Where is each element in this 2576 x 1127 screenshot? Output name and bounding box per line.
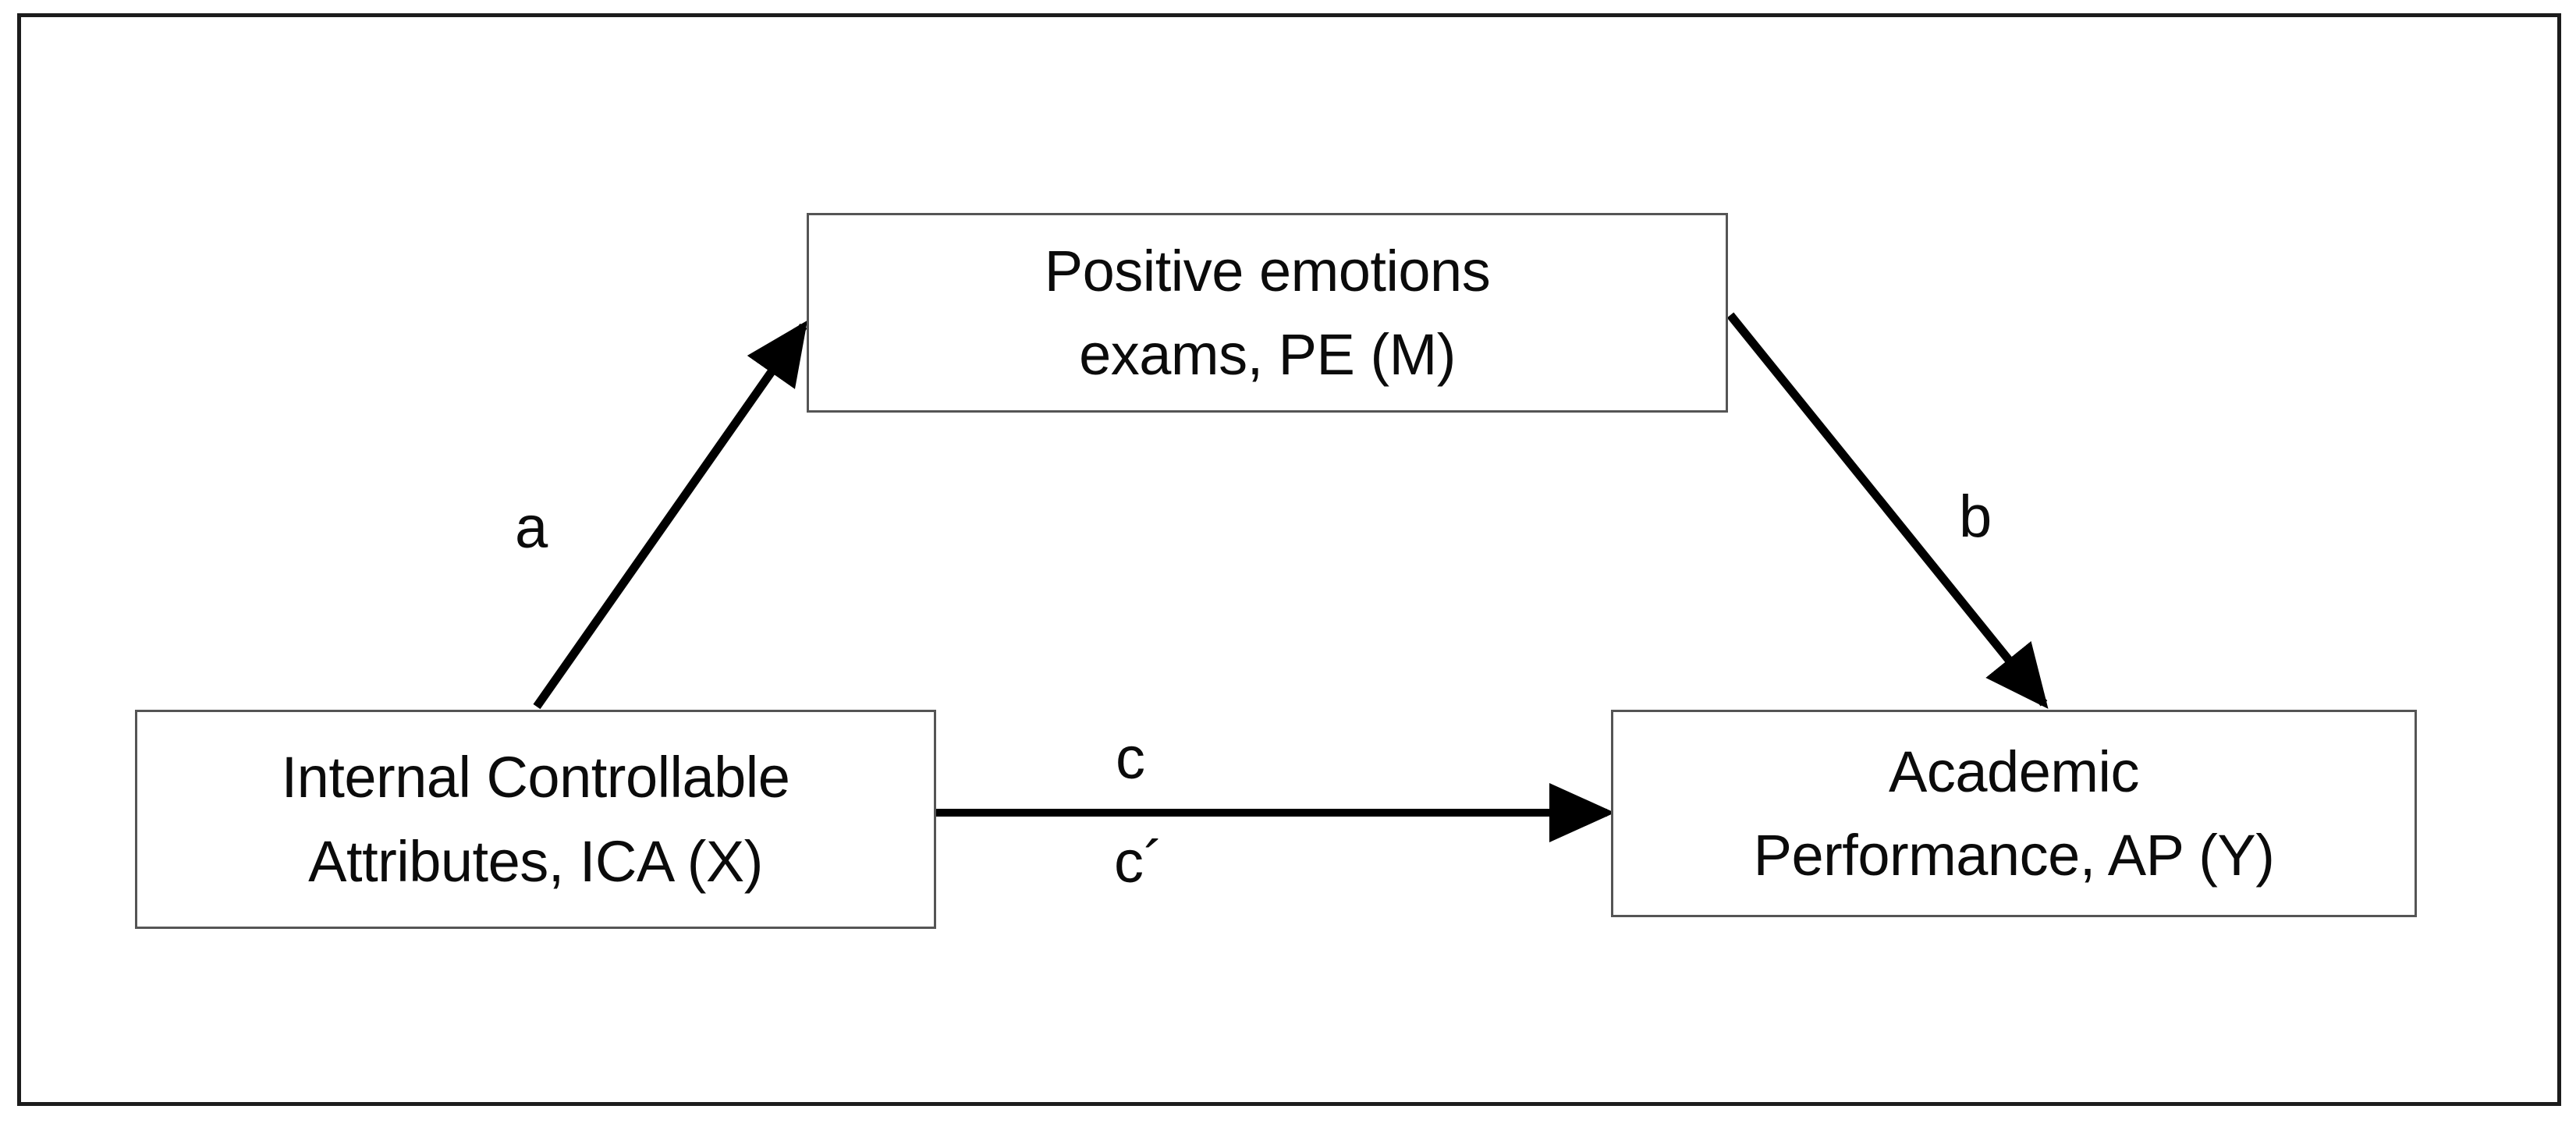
path-label-c-prime: c´	[1114, 829, 1164, 895]
path-b-arrow	[1726, 312, 2049, 709]
node-outcome-line-1: Academic	[1889, 739, 2139, 804]
node-box-outcome[interactable]: Academic Performance, AP (Y)	[1611, 710, 2417, 917]
path-label-b: b	[1959, 484, 1992, 550]
node-mediator-line-2: exams, PE (M)	[1079, 322, 1456, 387]
node-predictor-line-2: Attributes, ICA (X)	[308, 828, 763, 894]
node-mediator-line-1: Positive emotions	[1044, 238, 1491, 303]
node-outcome-line-2: Performance, AP (Y)	[1753, 823, 2275, 888]
node-box-mediator[interactable]: Positive emotions exams, PE (M)	[807, 213, 1728, 413]
path-a-arrow	[533, 320, 808, 710]
path-label-a: a	[515, 494, 548, 561]
node-box-predictor[interactable]: Internal Controllable Attributes, ICA (X…	[135, 710, 936, 929]
path-label-c: c	[1116, 725, 1145, 792]
node-predictor-line-1: Internal Controllable	[281, 745, 790, 810]
